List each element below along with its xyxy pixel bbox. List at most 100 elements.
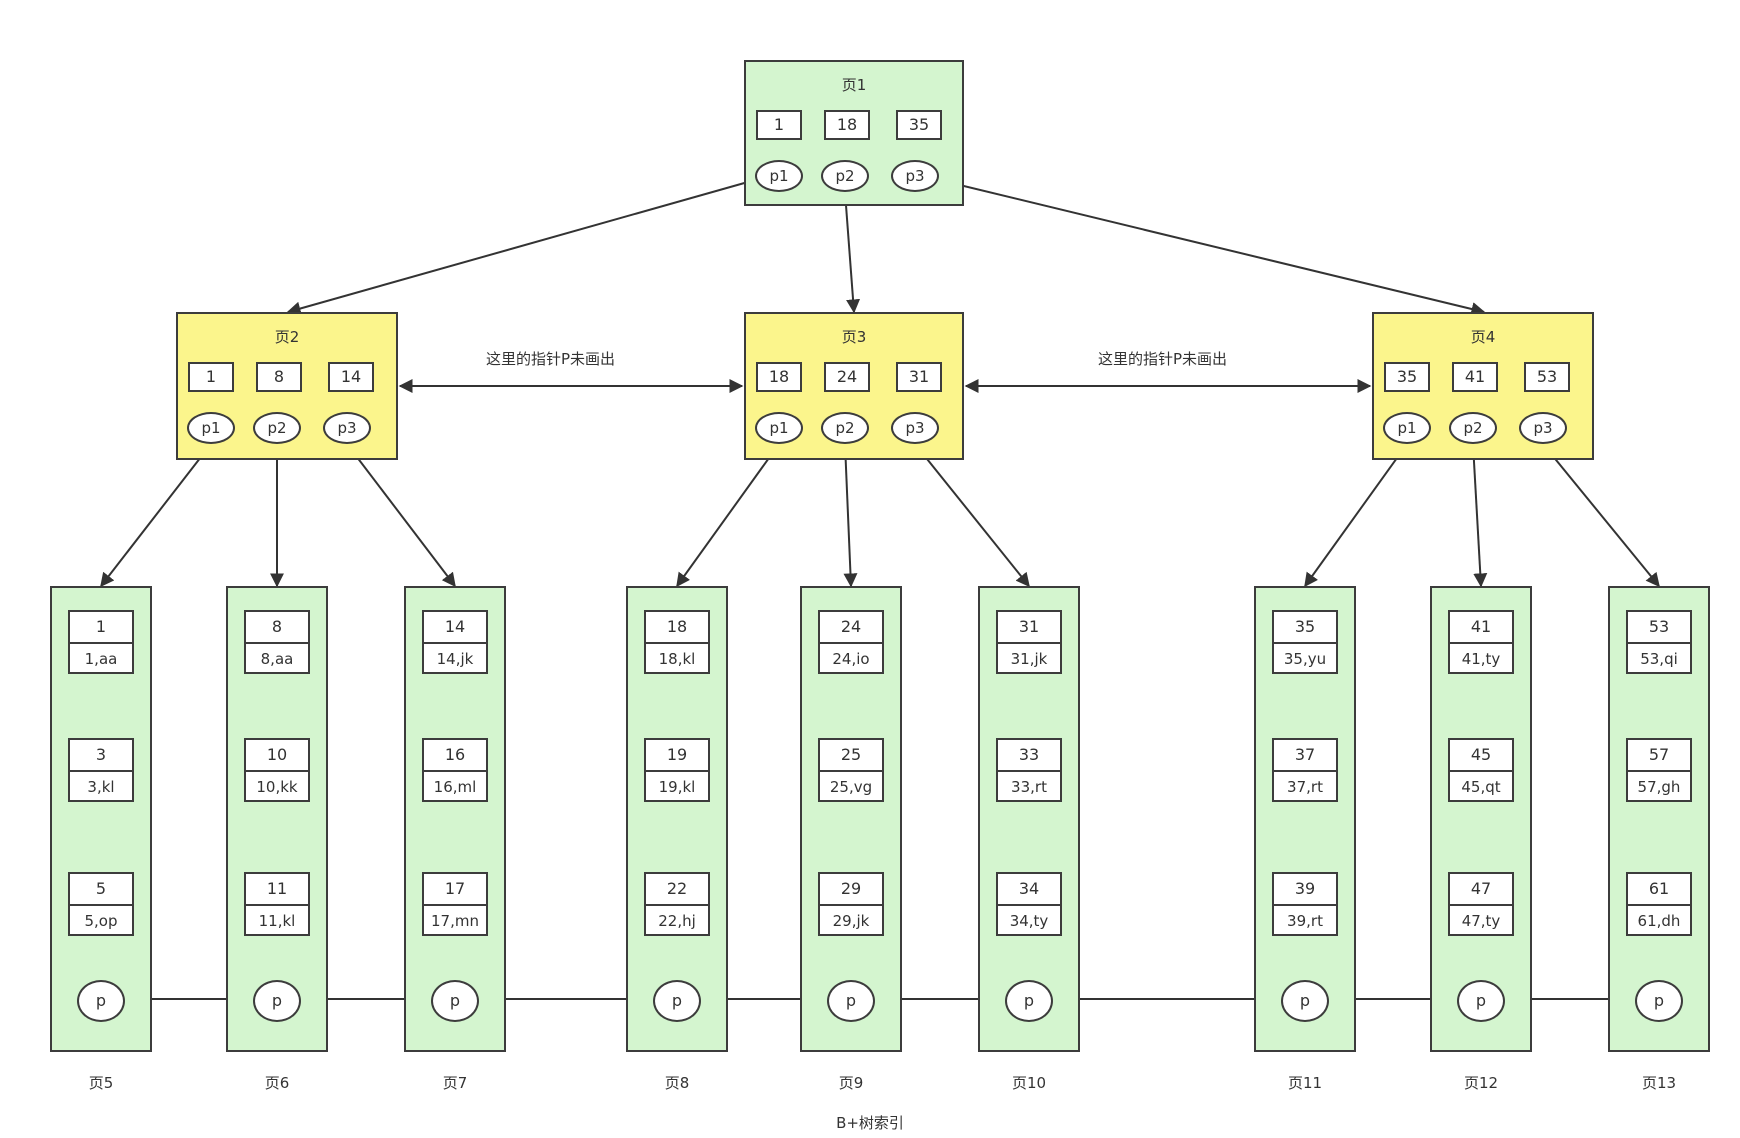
pointer-p3: p3 bbox=[891, 412, 939, 444]
record-key: 8 bbox=[246, 612, 308, 644]
key-cell: 18 bbox=[756, 362, 802, 392]
leaf-page-label: 页9 bbox=[838, 1074, 864, 1092]
next-pointer: p bbox=[827, 980, 875, 1022]
record-key: 11 bbox=[246, 874, 308, 906]
record-value: 39,rt bbox=[1287, 912, 1323, 930]
record-value: 61,dh bbox=[1637, 912, 1681, 930]
diagram-caption: B+树索引 bbox=[836, 1114, 904, 1132]
pointer-p2: p2 bbox=[253, 412, 301, 444]
record-key: 14 bbox=[424, 612, 486, 644]
leaf-page-label: 页10 bbox=[1011, 1074, 1047, 1092]
record-key: 35 bbox=[1274, 612, 1336, 644]
internal-to-leaf-arrow bbox=[346, 443, 456, 588]
leaf-page-label: 页6 bbox=[264, 1074, 290, 1092]
record: 29 29,jk bbox=[818, 872, 884, 936]
record-key: 41 bbox=[1450, 612, 1512, 644]
record-key: 5 bbox=[70, 874, 132, 906]
record-key: 22 bbox=[646, 874, 708, 906]
internal-to-leaf-arrow bbox=[676, 443, 780, 588]
key-cell: 35 bbox=[1384, 362, 1430, 392]
key-cell: 35 bbox=[896, 110, 942, 140]
page-title: 页2 bbox=[274, 328, 300, 346]
record-value: 37,rt bbox=[1287, 778, 1323, 796]
record-value: 29,jk bbox=[832, 912, 870, 930]
page-title: 页1 bbox=[841, 76, 867, 94]
record-value: 33,rt bbox=[1011, 778, 1047, 796]
record-value: 5,op bbox=[84, 912, 118, 930]
record-key: 1 bbox=[70, 612, 132, 644]
internal-to-leaf-arrow bbox=[1472, 443, 1488, 588]
next-pointer: p bbox=[431, 980, 479, 1022]
record: 33 33,rt bbox=[996, 738, 1062, 802]
record-value: 16,ml bbox=[433, 778, 477, 796]
key-cell: 8 bbox=[256, 362, 302, 392]
root-to-page3-arrow bbox=[844, 191, 861, 314]
key-cell: 1 bbox=[188, 362, 234, 392]
internal-to-leaf-arrow bbox=[1542, 443, 1660, 588]
record-key: 61 bbox=[1628, 874, 1690, 906]
key-cell: 31 bbox=[896, 362, 942, 392]
record-key: 10 bbox=[246, 740, 308, 772]
record-value: 18,kl bbox=[658, 650, 696, 668]
record-key: 3 bbox=[70, 740, 132, 772]
next-pointer: p bbox=[1457, 980, 1505, 1022]
internal-to-leaf-arrow bbox=[843, 443, 858, 588]
record-value: 1,aa bbox=[84, 650, 118, 668]
internal-to-leaf-arrow bbox=[914, 443, 1030, 588]
next-pointer: p bbox=[653, 980, 701, 1022]
record-value: 11,kl bbox=[258, 912, 296, 930]
pointer-p1: p1 bbox=[755, 160, 803, 192]
next-pointer: p bbox=[77, 980, 125, 1022]
root-to-page4-arrow bbox=[938, 179, 1486, 316]
pointer-note: 这里的指针P未画出 bbox=[1098, 350, 1228, 368]
record-value: 19,kl bbox=[658, 778, 696, 796]
record: 5 5,op bbox=[68, 872, 134, 936]
leaf-page-label: 页8 bbox=[664, 1074, 690, 1092]
record-key: 57 bbox=[1628, 740, 1690, 772]
internal-to-leaf-arrow bbox=[100, 443, 212, 588]
record: 10 10,kk bbox=[244, 738, 310, 802]
record-value: 10,kk bbox=[256, 778, 298, 796]
record-key: 37 bbox=[1274, 740, 1336, 772]
pointer-p3: p3 bbox=[323, 412, 371, 444]
record-key: 29 bbox=[820, 874, 882, 906]
pointer-p1: p1 bbox=[187, 412, 235, 444]
leaf-page-label: 页12 bbox=[1463, 1074, 1499, 1092]
next-pointer: p bbox=[253, 980, 301, 1022]
leaf-page-label: 页13 bbox=[1641, 1074, 1677, 1092]
record-key: 25 bbox=[820, 740, 882, 772]
record-key: 45 bbox=[1450, 740, 1512, 772]
record: 61 61,dh bbox=[1626, 872, 1692, 936]
leaf-page-label: 页7 bbox=[442, 1074, 468, 1092]
leaf-page-label: 页11 bbox=[1287, 1074, 1323, 1092]
next-pointer: p bbox=[1005, 980, 1053, 1022]
record: 11 11,kl bbox=[244, 872, 310, 936]
record-key: 53 bbox=[1628, 612, 1690, 644]
record: 37 37,rt bbox=[1272, 738, 1338, 802]
pointer-p3: p3 bbox=[891, 160, 939, 192]
pointer-p2: p2 bbox=[821, 412, 869, 444]
record-key: 33 bbox=[998, 740, 1060, 772]
record-value: 45,qt bbox=[1461, 778, 1501, 796]
